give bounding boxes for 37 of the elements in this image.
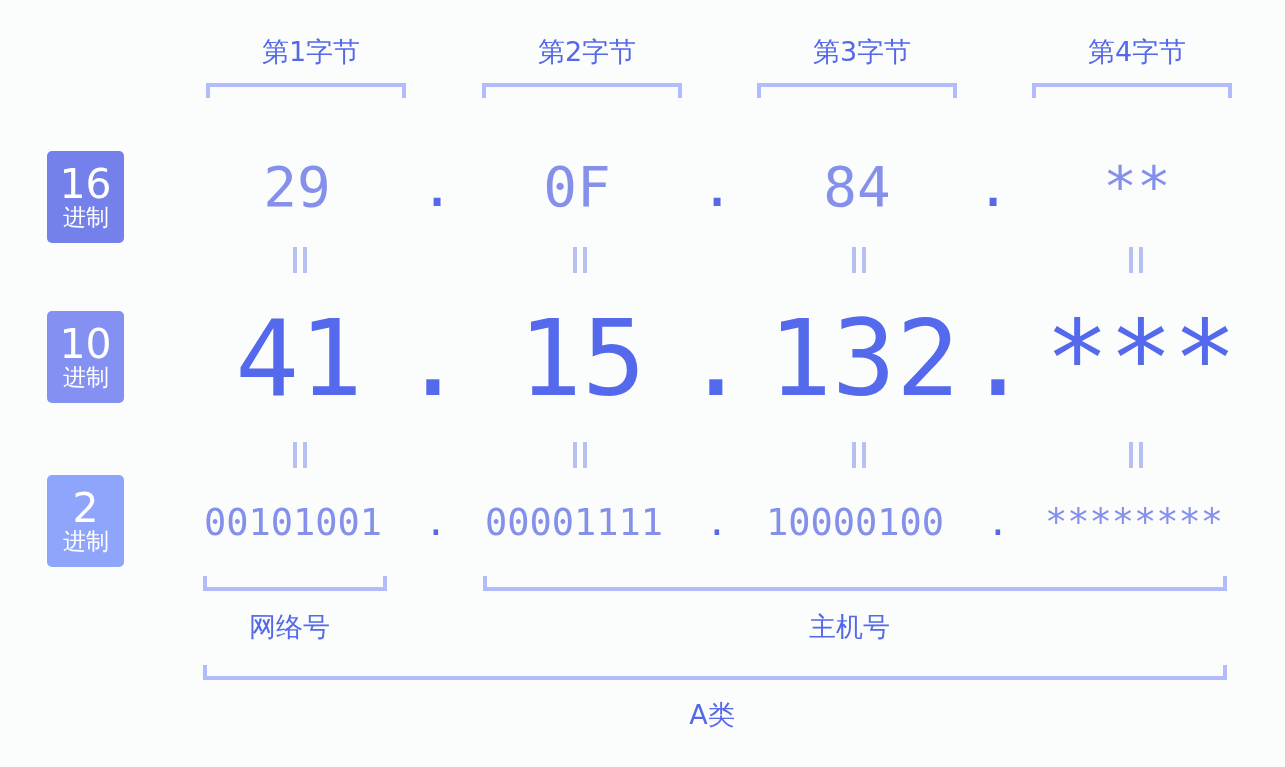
binary-value: 10000100 [765, 503, 945, 541]
dot-separator: . [424, 503, 448, 541]
byte-heading: 第2字节 [537, 37, 637, 65]
decimal-value: 15 [518, 306, 646, 412]
dot-separator: . [976, 159, 1010, 215]
hex-value: ** [1103, 159, 1171, 215]
byte-heading: 第3字节 [812, 37, 912, 65]
dot-separator: . [700, 159, 734, 215]
radix-label: 进制 [62, 204, 109, 231]
byte-heading: 第1字节 [261, 37, 361, 65]
hex-value: 84 [823, 159, 891, 215]
dot-separator: . [684, 306, 748, 412]
radix-number: 10 [59, 323, 112, 365]
radix-number: 2 [72, 487, 99, 529]
base-box [47, 311, 124, 403]
binary-value: 00001111 [484, 503, 664, 541]
hex-value: 0F [543, 159, 611, 215]
dot-separator: . [705, 503, 729, 541]
binary-value: 00101001 [203, 503, 383, 541]
binary-value: ******** [1044, 503, 1224, 541]
bracket-label: 主机号 [808, 612, 890, 640]
byte-heading: 第4字节 [1087, 37, 1187, 65]
hex-value: 29 [263, 159, 331, 215]
dot-separator: . [420, 159, 454, 215]
dot-separator: . [966, 306, 1030, 412]
radix-number: 16 [59, 163, 112, 205]
dot-separator: . [986, 503, 1010, 541]
dot-separator: . [401, 306, 465, 412]
base-box [47, 151, 124, 243]
decimal-value: 132 [768, 306, 960, 412]
base-box [47, 475, 124, 567]
decimal-value: *** [1045, 306, 1237, 412]
bracket-label: 网络号 [248, 612, 330, 640]
radix-label: 进制 [62, 528, 109, 555]
radix-label: 进制 [62, 364, 109, 391]
decimal-value: 41 [235, 306, 363, 412]
bracket-label: A类 [689, 700, 735, 728]
